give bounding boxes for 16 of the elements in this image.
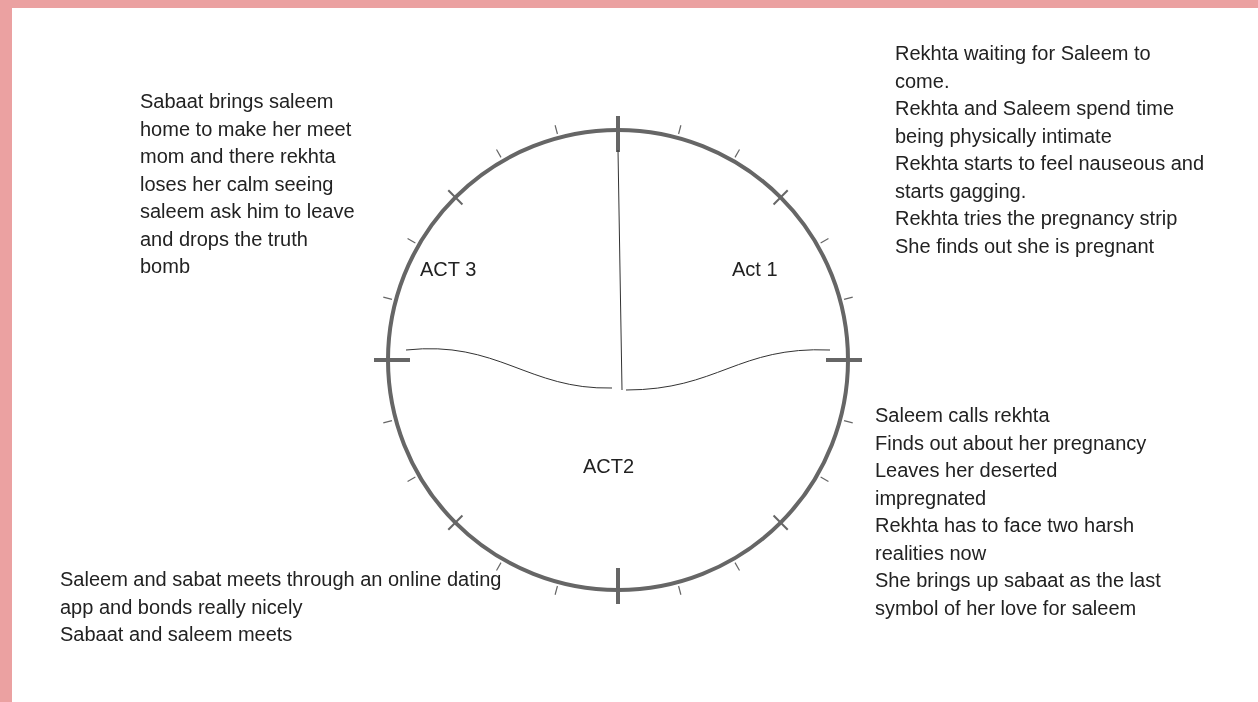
act-label: Act 1 [732, 258, 778, 281]
act-label: ACT2 [583, 455, 635, 478]
story-note: She brings up sabaat as the last symbol of her love for saleem [875, 568, 1162, 621]
story-note: Rekhta and Saleem spend time being physically intimate [895, 96, 1176, 149]
act-label: ACT 3 [420, 258, 477, 281]
story-note: Leaves her deserted impregnated [875, 458, 1059, 511]
story-note: Finds out about her pregnancy [875, 430, 1148, 456]
story-note: Rekhta has to face two harsh realities now [875, 513, 1136, 566]
story-note: Rekhta starts to feel nauseous and starts gagging. [895, 151, 1206, 204]
story-note: Rekhta waiting for Saleem to come. [895, 41, 1152, 94]
story-note: Rekhta tries the pregnancy strip [895, 206, 1179, 231]
story-note: Saleem calls rekhta [875, 403, 1051, 428]
story-note: She finds out she is pregnant [895, 233, 1156, 259]
story-note: Sabaat and saleem meets [60, 622, 294, 647]
story-note: Saleem and sabat meets through an online dating app and bonds really nicely [60, 567, 503, 620]
story-note: Sabaat brings saleem home to make her meet mom and there rekhta loses her calm seeing saleem ask him to leave and drops the truth bomb [140, 89, 356, 279]
